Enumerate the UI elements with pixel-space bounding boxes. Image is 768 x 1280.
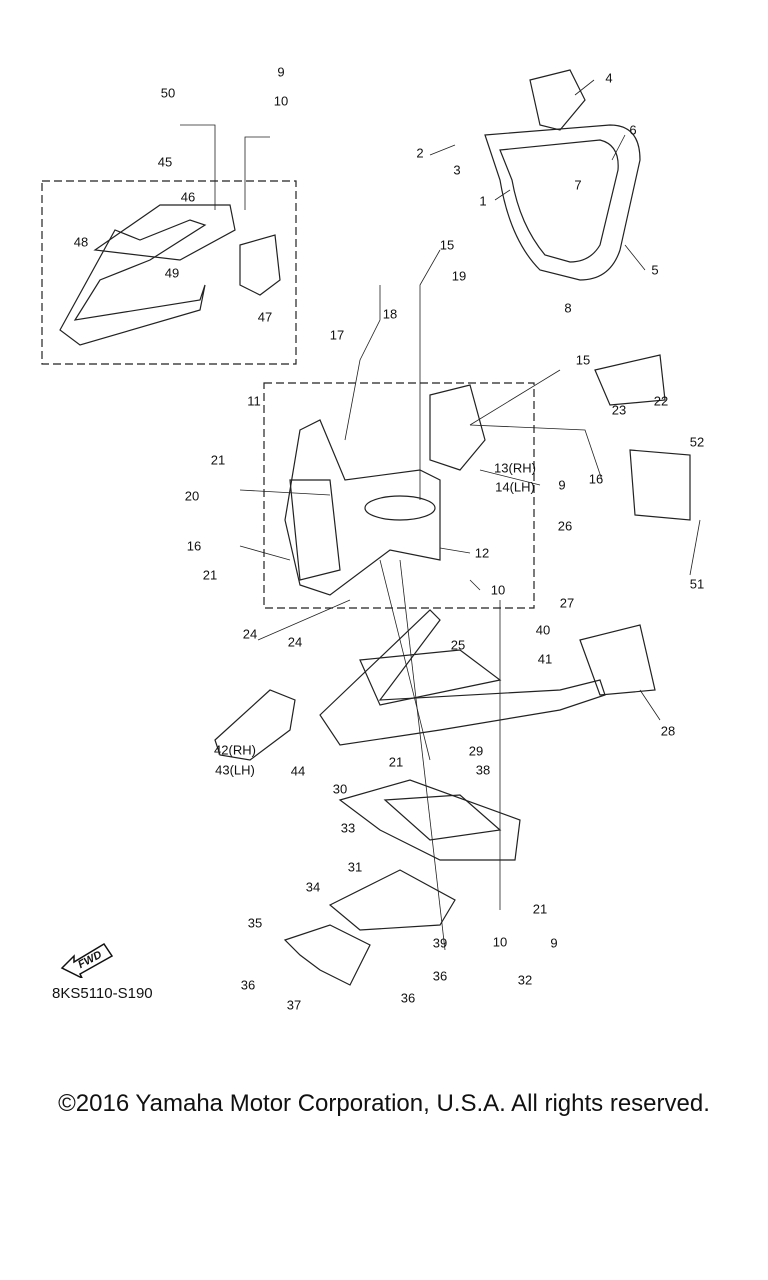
callout-19: 19 <box>451 268 467 284</box>
part-front-frame <box>284 354 691 596</box>
callout-18: 18 <box>382 306 398 322</box>
callout-30: 30 <box>332 781 348 797</box>
callout-1: 1 <box>479 193 487 209</box>
callout-16: 16 <box>186 538 202 554</box>
callout-11: 11 <box>247 393 261 409</box>
callout-45: 45 <box>157 154 173 170</box>
callout-36: 36 <box>432 968 448 984</box>
callout-48: 48 <box>73 234 89 250</box>
callout-40: 40 <box>535 622 551 638</box>
part-34-plate <box>328 869 456 931</box>
callout-10: 10 <box>492 934 508 950</box>
callout-29: 29 <box>468 743 484 759</box>
callout-15: 15 <box>439 237 455 253</box>
callout-22: 22 <box>653 393 669 409</box>
part-1-bumper-frame <box>484 69 641 281</box>
callout-23: 23 <box>611 402 627 418</box>
callout-35: 35 <box>247 915 263 931</box>
callout-37: 37 <box>286 997 302 1013</box>
callout-36: 36 <box>400 990 416 1006</box>
callout-21: 21 <box>532 901 548 917</box>
callout-14lh: 14(LH) <box>495 479 535 495</box>
group-box-45 <box>41 180 297 365</box>
callout-21: 21 <box>202 567 218 583</box>
callout-36: 36 <box>240 977 256 993</box>
callout-12: 12 <box>474 545 490 561</box>
callout-32: 32 <box>517 972 533 988</box>
callout-9: 9 <box>277 64 285 80</box>
callout-28: 28 <box>660 723 676 739</box>
callout-34: 34 <box>305 879 321 895</box>
callout-10: 10 <box>490 582 506 598</box>
callout-26: 26 <box>557 518 573 534</box>
callout-17: 17 <box>329 327 345 343</box>
callout-47: 47 <box>257 309 273 325</box>
callout-21: 21 <box>388 754 404 770</box>
parts-diagram-drawing <box>41 69 701 986</box>
callout-10: 10 <box>273 93 289 109</box>
callout-24: 24 <box>287 634 303 650</box>
callout-46: 46 <box>180 189 196 205</box>
callout-4: 4 <box>605 70 613 86</box>
callout-21: 21 <box>210 452 226 468</box>
callout-7: 7 <box>574 177 582 193</box>
callout-33: 33 <box>340 820 356 836</box>
callout-44: 44 <box>290 763 306 779</box>
callout-41: 41 <box>537 651 553 667</box>
callout-49: 49 <box>164 265 180 281</box>
callout-43lh: 43(LH) <box>215 762 255 778</box>
callout-52: 52 <box>689 434 705 450</box>
callout-13rh: 13(RH) <box>494 460 536 476</box>
callout-2: 2 <box>416 145 424 161</box>
callout-50: 50 <box>160 85 176 101</box>
callout-9: 9 <box>550 935 558 951</box>
callout-9: 9 <box>558 477 566 493</box>
callout-31: 31 <box>347 859 363 875</box>
callout-16: 16 <box>588 471 604 487</box>
callout-6: 6 <box>629 122 637 138</box>
callout-20: 20 <box>184 488 200 504</box>
callout-25: 25 <box>450 637 466 653</box>
callout-3: 3 <box>453 162 461 178</box>
callout-27: 27 <box>559 595 575 611</box>
callout-15: 15 <box>575 352 591 368</box>
part-25-lower-frame <box>214 609 656 761</box>
callout-39: 39 <box>432 935 448 951</box>
fwd-arrow-icon: FWD <box>60 938 120 983</box>
callout-51: 51 <box>689 576 705 592</box>
copyright-notice: ©2016 Yamaha Motor Corporation, U.S.A. A… <box>58 1090 710 1117</box>
callout-38: 38 <box>475 762 491 778</box>
group-box-9 <box>263 382 535 609</box>
part-35-bracket <box>283 924 371 986</box>
callout-8: 8 <box>564 300 572 316</box>
drawing-code: 8KS5110-S190 <box>52 985 153 1002</box>
part-48-rear-bumper <box>59 204 281 346</box>
callout-24: 24 <box>242 626 258 642</box>
callout-42rh: 42(RH) <box>214 742 256 758</box>
callout-5: 5 <box>651 262 659 278</box>
leader-lines <box>180 79 701 951</box>
